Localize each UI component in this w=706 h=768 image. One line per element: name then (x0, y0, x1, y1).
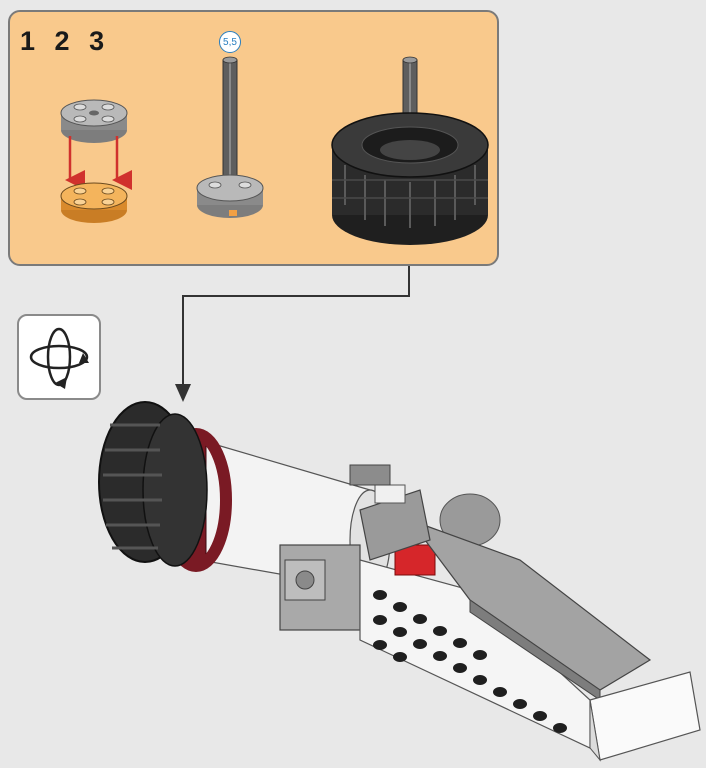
rotate-model-icon (29, 327, 89, 389)
sub-step-3: 3 (89, 26, 110, 56)
step1-red-arrows (65, 136, 132, 190)
step1-gray-round-plate (60, 99, 128, 143)
sub-step-2: 2 (54, 26, 75, 56)
axle-length-badge: 5,5 (219, 31, 241, 53)
sub-step-1: 1 (20, 26, 41, 56)
main-model (98, 401, 701, 762)
step3-tire-assembly (331, 56, 489, 245)
step1-orange-round-plate (60, 182, 128, 223)
sub-step-numbers: 1 2 3 (20, 26, 111, 57)
step2-round-plate (196, 174, 264, 218)
callout-connector-arrow (175, 266, 410, 402)
